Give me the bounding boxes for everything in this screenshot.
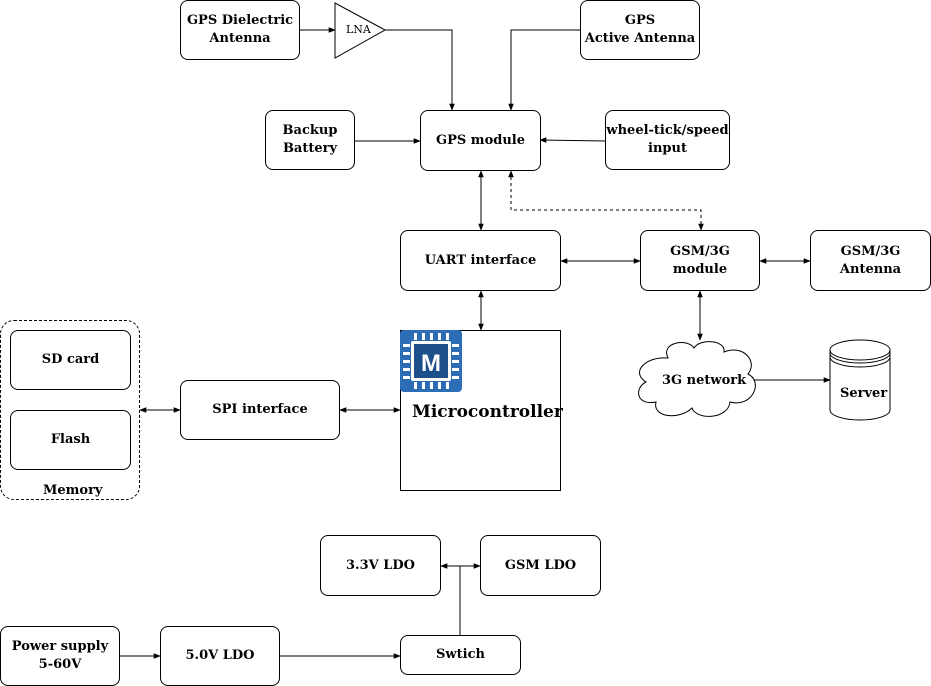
power-supply: Power supply 5-60V [0,626,120,686]
gsm-3g-module: GSM/3G module [640,230,760,291]
chip-icon-letter: M [421,350,441,377]
sd-card: SD card [10,330,131,390]
microcontroller-label: Microcontroller [412,402,563,422]
backup-battery-line-2: Battery [282,141,338,156]
sd-card-label: SD card [41,352,100,367]
flash: Flash [10,410,131,470]
edge-lna-to-gps-module [385,29,455,111]
network-3g-label: 3G network [662,373,747,388]
memory-label: Memory [43,483,103,498]
power-supply-line-2: 5-60V [38,657,82,672]
switch: Swtich [400,635,521,675]
ldo-5v0-label: 5.0V LDO [185,648,255,663]
gsm-3g-antenna-line-2: Antenna [839,261,902,277]
ldo-3v3: 3.3V LDO [320,535,441,596]
uart-interface: UART interface [400,230,561,291]
gsm-3g-module-label: GSM/3G module [670,243,730,277]
server-cylinder [829,339,891,421]
power-supply-line-1: Power supply [11,639,109,654]
wheel-tick-input-line-2: input [648,141,687,156]
cloud-shape [638,341,756,417]
gsm-3g-antenna: GSM/3G Antenna [810,230,931,291]
spi-interface: SPI interface [180,380,340,440]
gps-active-antenna-line-2: Active Antenna [584,31,696,46]
memory-group [0,320,140,500]
wheel-tick-input: wheel-tick/speed input [605,110,730,170]
gsm-ldo-label: GSM LDO [504,557,577,573]
gps-dielectric-antenna-line-1: GPS Dielectric [186,13,294,28]
uart-interface-label: UART interface [424,252,537,268]
gsm-ldo: GSM LDO [480,535,601,596]
chip-icon: M [400,330,462,392]
wheel-tick-input-line-1: wheel-tick/speed [606,123,729,138]
gps-active-antenna: GPS Active Antenna [580,0,700,60]
ldo-3v3-label: 3.3V LDO [346,557,415,573]
flash-label: Flash [50,432,91,447]
server-label: Server [840,386,888,401]
lna-label: LNA [346,23,371,36]
gps-module: GPS module [420,110,541,171]
gps-active-antenna-line-1: GPS [624,13,656,28]
edge-wheeltick-to-gps-module [539,137,606,143]
edge-gps-module-gsm-dashed [508,170,704,231]
gps-dielectric-antenna-line-2: Antenna [209,31,271,46]
switch-label: Swtich [436,647,485,662]
backup-battery-line-1: Backup [282,123,338,138]
spi-interface-label: SPI interface [212,402,308,417]
edge-active-antenna-to-gps-module [508,29,580,111]
ldo-5v0: 5.0V LDO [160,626,280,686]
gsm-3g-antenna-line-1: GSM/3G [840,243,901,259]
gps-module-label: GPS module [436,132,525,148]
